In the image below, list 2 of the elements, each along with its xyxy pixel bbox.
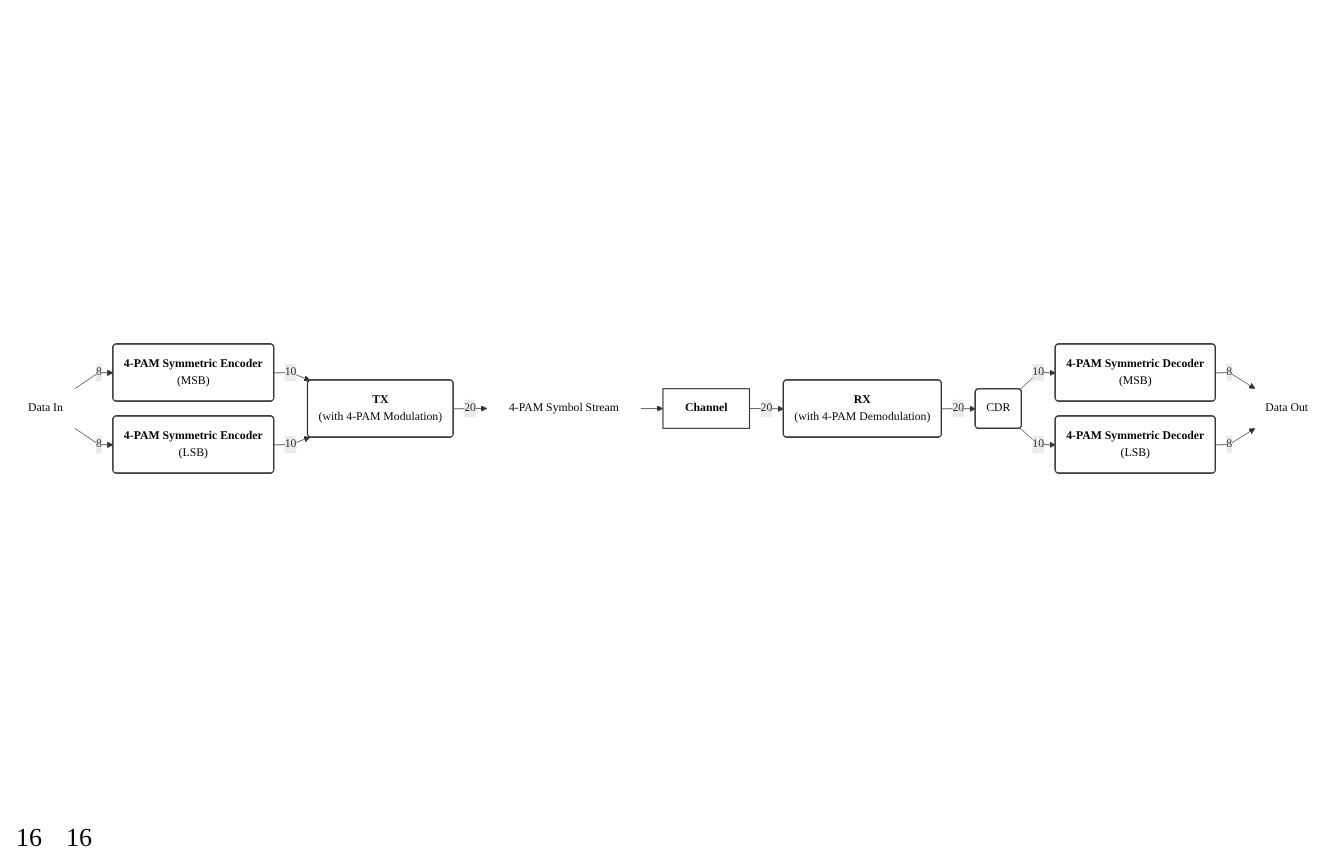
bus-width-label: 16 xyxy=(16,822,42,854)
bus-width-label: 16 xyxy=(66,822,92,854)
